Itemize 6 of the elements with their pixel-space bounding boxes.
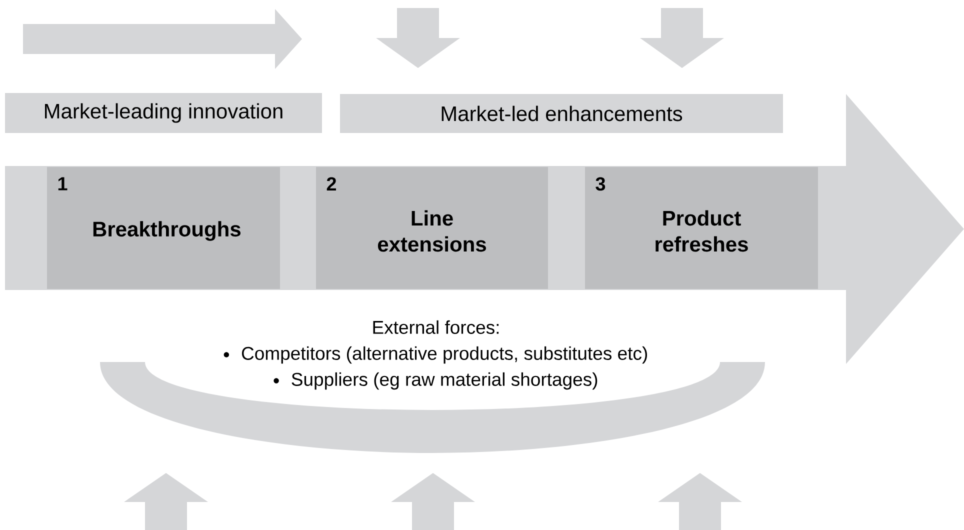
stage-box: 1 Breakthroughs bbox=[47, 167, 280, 289]
stage-box: 2 Line extensions bbox=[316, 167, 548, 289]
label-band: Market-leading innovation bbox=[5, 93, 322, 133]
stage-box: 3 Product refreshes bbox=[585, 167, 818, 289]
label-band: Market-led enhancements bbox=[340, 94, 783, 133]
external-forces-text: External forces: Competitors (alternative products, substitutes etc) Suppliers (eg raw material shortages) bbox=[224, 320, 648, 390]
